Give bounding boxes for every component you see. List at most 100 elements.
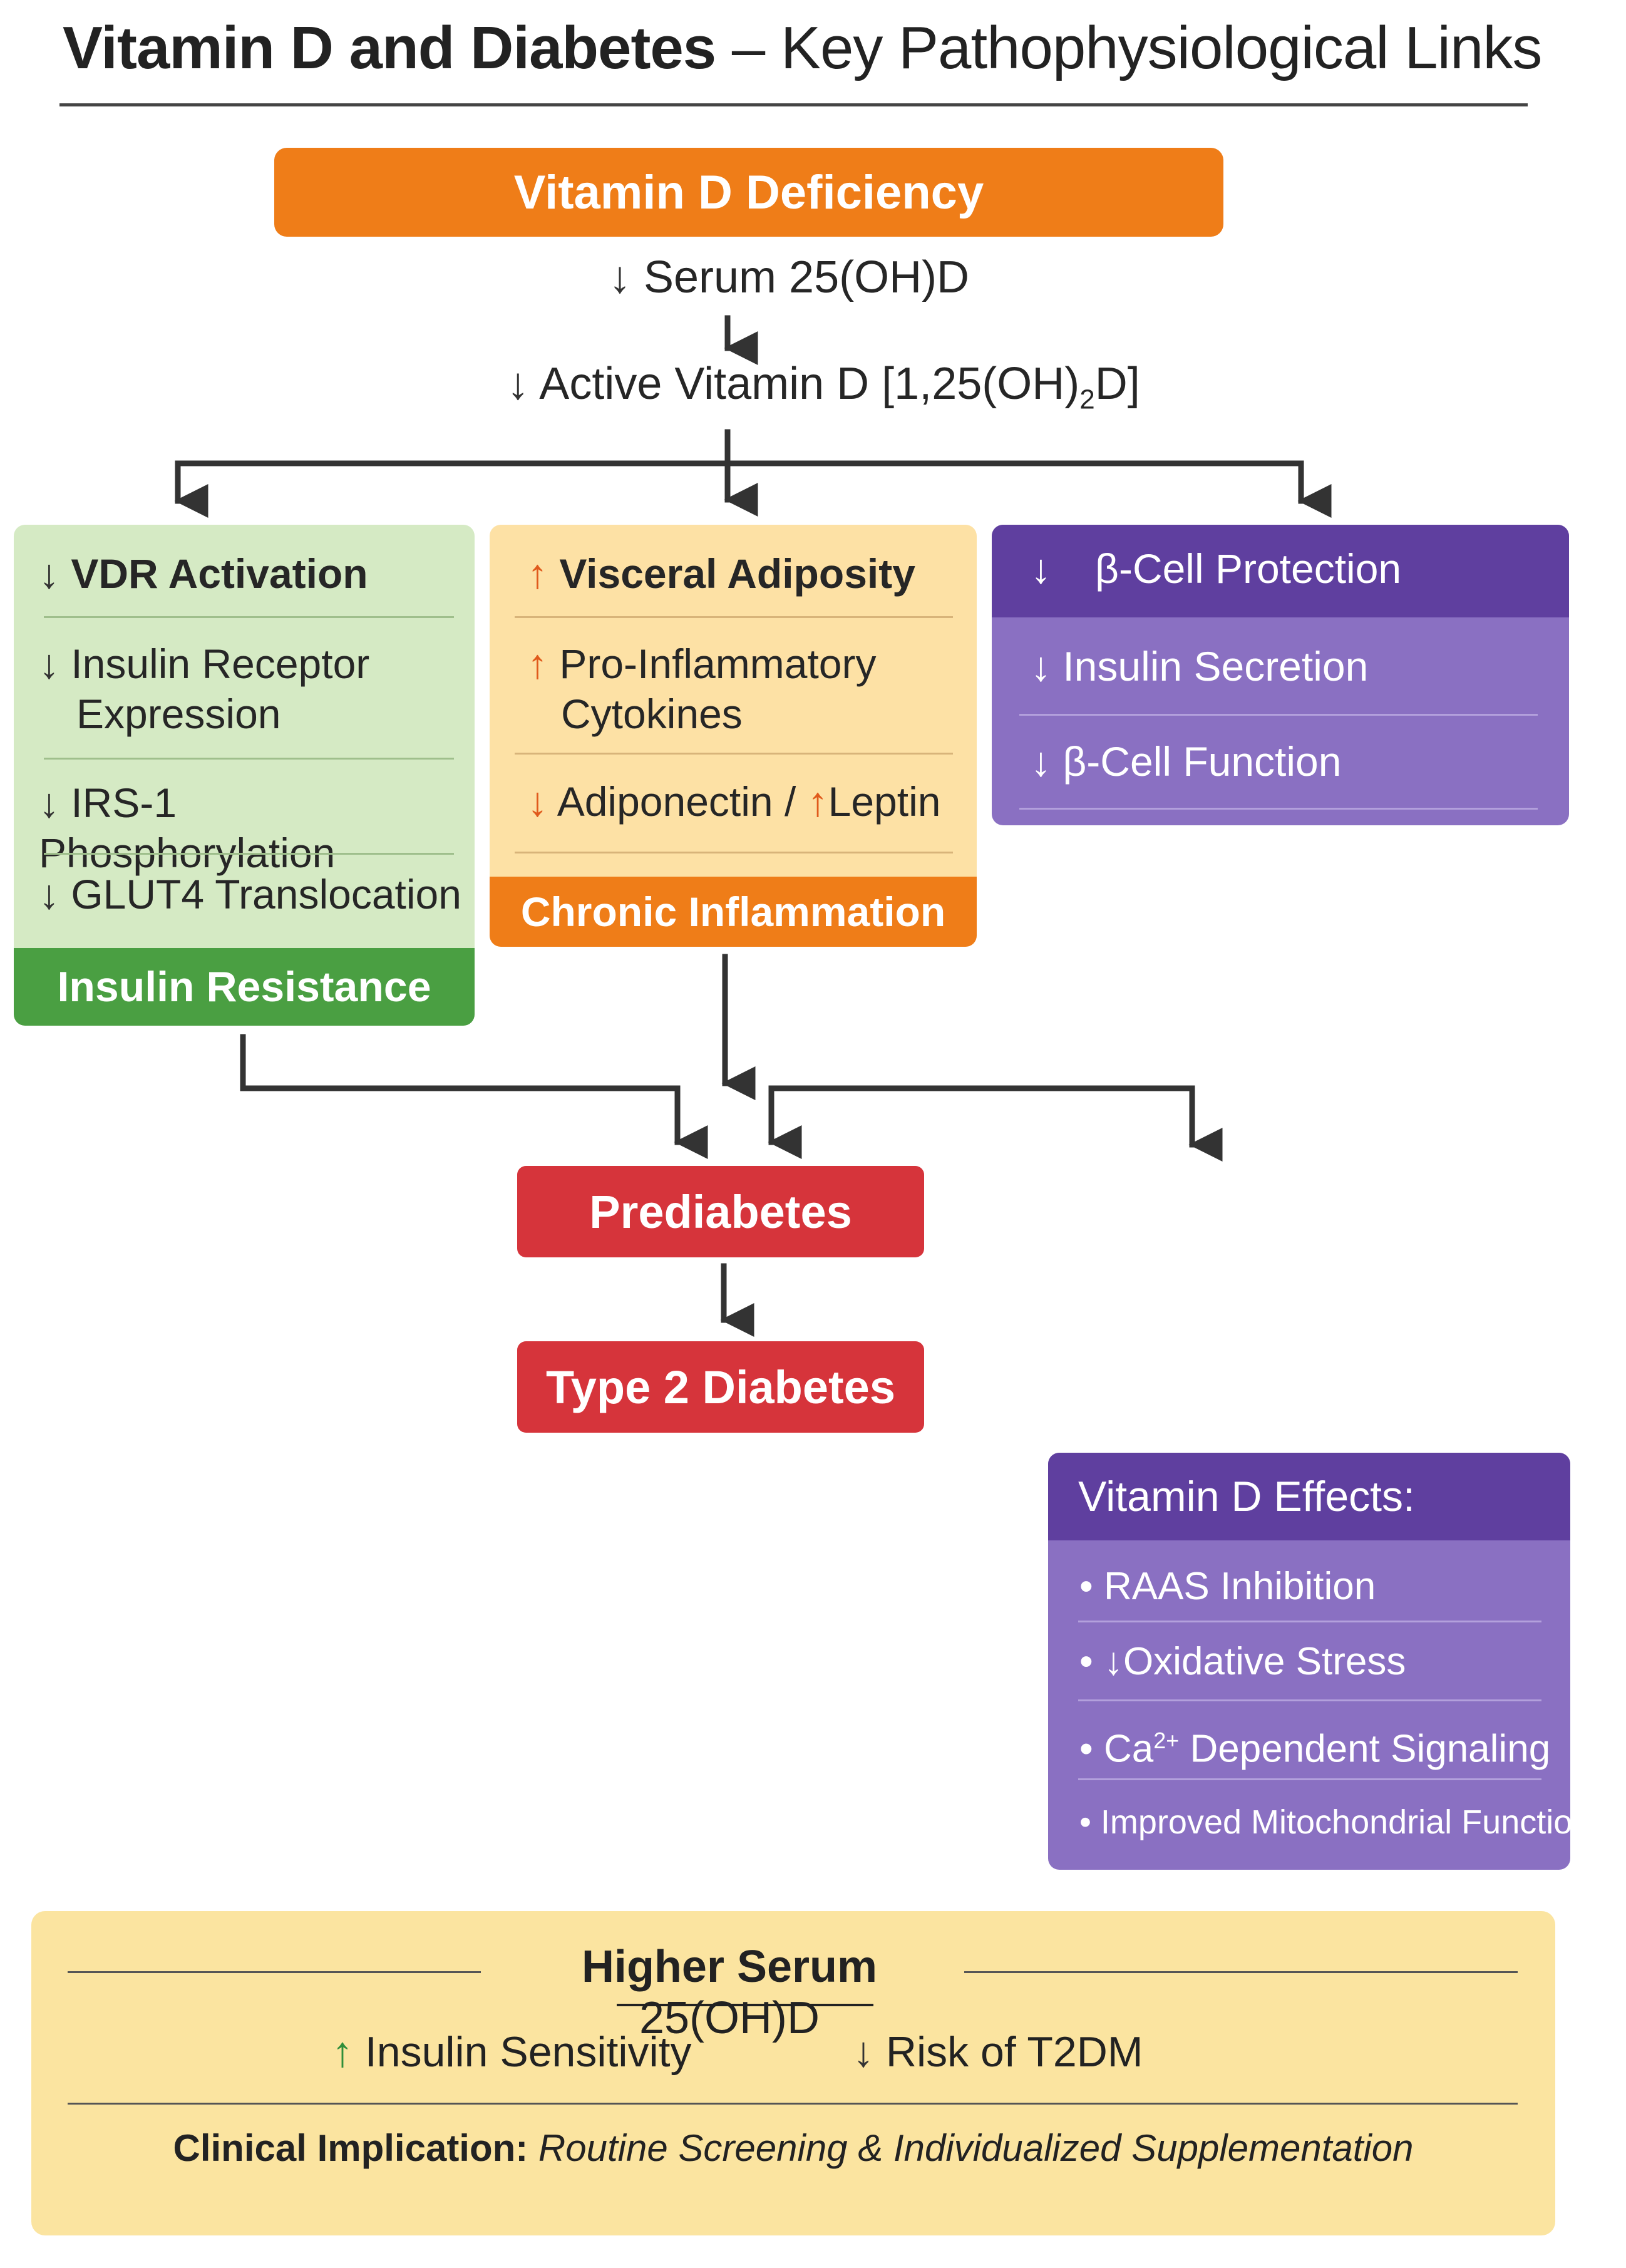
- page-title: Vitamin D and Diabetes – Key Pathophysio…: [63, 14, 1542, 83]
- up-arrow-icon: ↑: [527, 641, 548, 687]
- down-arrow-icon: ↓: [1031, 643, 1051, 689]
- implication-label: Clinical Implication:: [173, 2127, 528, 2169]
- down-arrow-icon: ↓: [39, 641, 59, 687]
- down-arrow-icon: ↓: [507, 359, 530, 409]
- beta-cell-panel-header: [992, 525, 1569, 617]
- active-label-post: D]: [1094, 359, 1140, 409]
- clinical-implication: Clinical Implication: Routine Screening …: [31, 2126, 1555, 2170]
- active-vitamin-d-step: ↓ Active Vitamin D [1,25(OH)2D]: [432, 358, 1215, 427]
- implication-text: Routine Screening & Individualized Suppl…: [528, 2127, 1414, 2169]
- serum-label: Serum 25(OH)D: [643, 252, 970, 302]
- down-arrow-icon: ↓: [527, 778, 548, 825]
- heading-bold: Higher Serum: [581, 1942, 878, 1992]
- heading-normal: 25(OH)D: [639, 1993, 820, 2043]
- divider: [1019, 808, 1538, 810]
- chronic-inflammation-footer: Chronic Inflammation: [490, 877, 977, 947]
- item-text: β-Cell Function: [1063, 738, 1342, 785]
- item-text: IRS-1 Phosphorylation: [39, 780, 336, 876]
- higher-serum-heading: Higher Serum 25(OH)D: [501, 1941, 958, 2044]
- effect-item: • Improved Mitochondrial Function: [1079, 1797, 1591, 1847]
- outcome-text: Insulin Sensitivity: [364, 2028, 692, 2076]
- item-text: Visceral Adiposity: [559, 550, 915, 597]
- active-label-pre: Active Vitamin D [1,25(OH): [539, 359, 1080, 409]
- effect-text: Dependent Signaling: [1179, 1727, 1551, 1771]
- divider: [44, 758, 454, 760]
- item-text: Insulin Receptor: [71, 641, 370, 687]
- down-arrow-icon: ↓: [39, 550, 59, 597]
- down-arrow-icon: ↓: [1031, 545, 1051, 592]
- up-arrow-icon: ↑: [332, 2028, 353, 2076]
- down-arrow-icon: ↓: [39, 871, 59, 917]
- down-arrow-icon: ↓: [853, 2028, 874, 2076]
- down-arrow-icon: ↓: [39, 780, 59, 826]
- heading-underline: [617, 2004, 873, 2006]
- effect-text-pre: Ca: [1103, 1727, 1154, 1771]
- panel-item: ↓ β-Cell Protection: [1031, 544, 1401, 594]
- up-arrow-icon: ↑: [527, 550, 548, 597]
- panel-item: ↓ Insulin Secretion: [1031, 641, 1368, 691]
- serum-25ohd-step: ↓ Serum 25(OH)D: [551, 252, 1027, 321]
- divider: [515, 753, 953, 755]
- divider: [44, 853, 454, 855]
- effect-item: • RAAS Inhibition: [1079, 1562, 1376, 1612]
- item-text-leptin: Leptin: [828, 778, 941, 825]
- bullet: •: [1079, 1565, 1093, 1608]
- up-arrow-icon: ↑: [807, 778, 828, 825]
- panel-item: ↓ IRS-1 Phosphorylation: [39, 778, 475, 878]
- bullet: •: [1079, 1727, 1093, 1771]
- down-arrow-icon: ↓: [1103, 1640, 1123, 1683]
- item-text: Pro-Inflammatory: [559, 641, 877, 687]
- item-text: VDR Activation: [71, 550, 368, 597]
- title-sub: – Key Pathophysiological Links: [716, 14, 1542, 81]
- item-text: Insulin Secretion: [1063, 643, 1369, 689]
- effect-item: • Ca2+ Dependent Signaling: [1079, 1716, 1550, 1775]
- down-arrow-icon: ↓: [608, 252, 631, 302]
- item-text-line2: Cytokines: [561, 691, 743, 737]
- bullet: •: [1079, 1640, 1093, 1683]
- t2dm-risk-outcome: ↓ Risk of T2DM: [853, 2028, 1143, 2076]
- panel-item: ↓ Adiponectin / ↑Leptin: [527, 776, 940, 827]
- down-arrow-icon: ↓: [1031, 738, 1051, 785]
- heading-rule-right: [964, 1971, 1518, 1973]
- divider: [515, 852, 953, 853]
- divider: [1078, 1699, 1541, 1701]
- divider: [44, 616, 454, 618]
- active-label-subscript: 2: [1079, 384, 1095, 415]
- item-text: Adiponectin /: [557, 778, 808, 825]
- insulin-sensitivity-outcome: ↑ Insulin Sensitivity: [332, 2028, 691, 2076]
- divider: [515, 616, 953, 618]
- panel-item: ↓ VDR Activation: [39, 549, 368, 599]
- vitamin-d-deficiency-banner: Vitamin D Deficiency: [274, 148, 1223, 237]
- divider: [1078, 1621, 1541, 1622]
- type-2-diabetes-box: Type 2 Diabetes: [517, 1341, 924, 1433]
- insulin-resistance-footer: Insulin Resistance: [14, 948, 475, 1026]
- outcome-text: Risk of T2DM: [885, 2028, 1143, 2076]
- heading-rule-left: [68, 1971, 481, 1973]
- effect-superscript: 2+: [1153, 1728, 1180, 1753]
- title-main: Vitamin D and Diabetes: [63, 14, 716, 81]
- divider: [1019, 714, 1538, 716]
- item-text: β-Cell Protection: [1095, 545, 1402, 592]
- panel-item: ↓ GLUT4 Translocation: [39, 869, 461, 919]
- vitamin-d-effects-title: Vitamin D Effects:: [1048, 1453, 1570, 1540]
- bullet: •: [1079, 1803, 1091, 1841]
- effect-text: Improved Mitochondrial Function: [1100, 1803, 1592, 1841]
- implication-rule: [68, 2103, 1518, 2105]
- item-text: GLUT4 Translocation: [71, 871, 461, 917]
- connector-purple-to-prediabetes: [768, 1085, 1195, 1159]
- panel-item: ↑ Visceral Adiposity: [527, 549, 915, 599]
- connector-green-to-prediabetes: [240, 1034, 708, 1159]
- title-underline: [59, 103, 1528, 106]
- panel-item: ↓ β-Cell Function: [1031, 736, 1341, 786]
- effect-item: • ↓Oxidative Stress: [1079, 1637, 1406, 1687]
- effect-text: RAAS Inhibition: [1103, 1565, 1376, 1608]
- effect-text: Oxidative Stress: [1123, 1640, 1406, 1683]
- item-text-line2: Expression: [76, 691, 281, 737]
- clinical-summary-panel: [31, 1911, 1555, 2235]
- divider: [1078, 1778, 1541, 1780]
